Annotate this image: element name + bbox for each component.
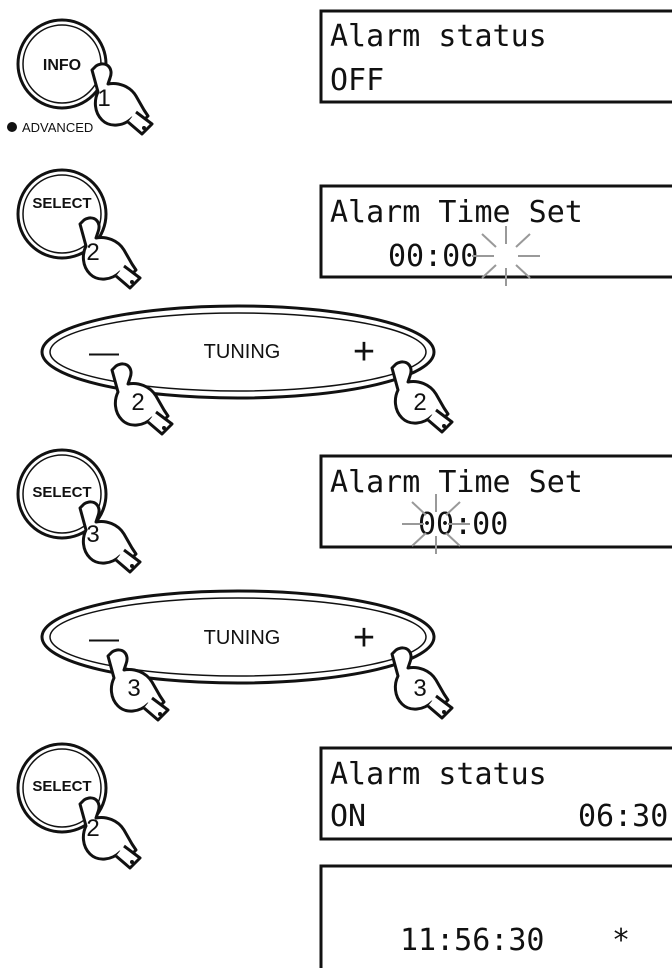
clock-time: 11:56:30: [400, 923, 545, 958]
tuning-control: — TUNING + 2 2: [40, 304, 454, 436]
lcd-line-2-status: ON: [330, 799, 366, 834]
info-button-label: INFO: [43, 57, 81, 74]
tuning-plus-button[interactable]: +: [353, 617, 375, 659]
tuning-control: — TUNING + 3 3: [40, 589, 454, 722]
select-button-label: SELECT: [32, 195, 91, 212]
select-button-label: SELECT: [32, 778, 91, 795]
step-1: INFO 1 ADVANCED Alarm status OFF: [7, 9, 672, 136]
lcd-display: Alarm status OFF: [319, 9, 672, 104]
lcd-line-2: OFF: [330, 63, 384, 98]
step-number: 2: [131, 389, 144, 416]
tuning-label: TUNING: [204, 341, 281, 363]
lcd-line-1: Alarm Time Set: [330, 465, 583, 500]
lcd-line-2-time: 06:30: [578, 799, 668, 834]
advanced-dot-icon: [7, 122, 17, 132]
lcd-line-2: 00:00: [388, 239, 478, 274]
step-number: 3: [127, 675, 140, 702]
select-button-label: SELECT: [32, 484, 91, 501]
step-number: 2: [413, 389, 426, 416]
tuning-plus-button[interactable]: +: [353, 331, 375, 373]
advanced-label: ADVANCED: [22, 120, 93, 135]
lcd-display: Alarm status ON 06:30: [319, 746, 672, 841]
lcd-line-1: Alarm Time Set: [330, 195, 583, 230]
alarm-indicator-icon: *: [612, 923, 630, 958]
step-number: 1: [97, 85, 110, 112]
clock-display: 11:56:30 *: [319, 864, 672, 968]
step-number: 2: [86, 239, 99, 266]
tuning-minus-button[interactable]: —: [89, 336, 119, 369]
step-2: SELECT 2 Alarm Time Set 00:00: [16, 168, 672, 290]
lcd-display: Alarm Time Set 00:00: [319, 184, 672, 287]
tuning-label: TUNING: [204, 627, 281, 649]
step-4: SELECT 2 Alarm status ON 06:30: [16, 742, 672, 870]
lcd-line-1: Alarm status: [330, 757, 547, 792]
step-number: 2: [86, 815, 99, 842]
lcd-display: Alarm Time Set 00:00: [319, 454, 672, 555]
step-number: 3: [86, 521, 99, 548]
step-number: 3: [413, 675, 426, 702]
step-3: SELECT 3 Alarm Time Set 00:00: [16, 448, 672, 574]
lcd-line-1: Alarm status: [330, 19, 547, 54]
info-button[interactable]: INFO: [16, 18, 108, 110]
